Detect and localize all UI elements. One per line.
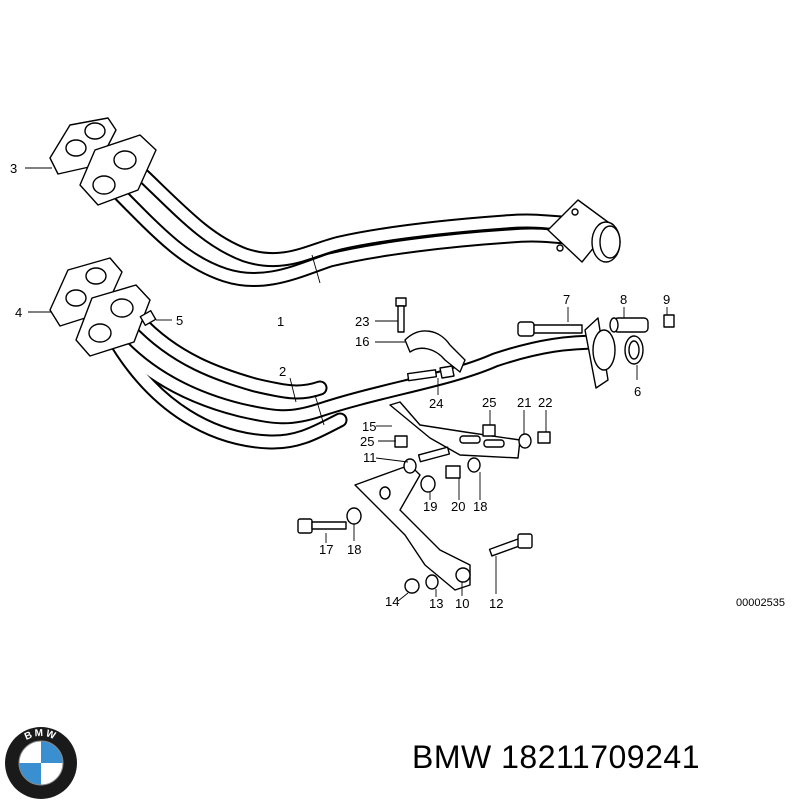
svg-text:BMW: BMW	[23, 728, 59, 743]
bracket-assembly	[297, 401, 551, 594]
flange-fasteners	[517, 314, 675, 365]
callout-19: 19	[423, 499, 437, 514]
callout-11: 11	[363, 450, 377, 465]
callout-10: 10	[455, 596, 469, 611]
callout-20: 20	[451, 499, 465, 514]
callout-25a: 25	[482, 395, 496, 410]
callout-6: 6	[634, 384, 641, 399]
callout-12: 12	[489, 596, 503, 611]
callout-24: 24	[429, 396, 443, 411]
logo-quadrant	[19, 763, 41, 785]
callout-8: 8	[620, 292, 627, 307]
callout-2: 2	[279, 364, 286, 379]
lower-exhaust-pipe	[104, 312, 616, 450]
callout-17: 17	[319, 542, 333, 557]
callout-1: 1	[277, 314, 284, 329]
callout-18a: 18	[347, 542, 361, 557]
drawing-number: 00002535	[736, 597, 785, 609]
callout-18b: 18	[473, 499, 487, 514]
callout-7: 7	[563, 292, 570, 307]
part-number-label: BMW 18211709241	[412, 739, 700, 775]
upper-exhaust-pipe	[100, 155, 621, 288]
callout-4: 4	[15, 305, 22, 320]
logo-letters: BMW	[23, 728, 57, 743]
callout-22: 22	[538, 395, 552, 410]
bmw-logo-icon: BMW	[5, 727, 77, 799]
callout-21: 21	[517, 395, 531, 410]
callout-23: 23	[355, 314, 369, 329]
gasket-lower	[49, 257, 157, 357]
callout-leaders	[25, 167, 668, 602]
callout-25b: 25	[360, 434, 374, 449]
callout-13: 13	[429, 596, 443, 611]
clamp-assembly	[395, 297, 466, 382]
callout-numbers: 1 2 3 4 5 6 7 8 9 10 11 12 13 14 15 16 1…	[10, 161, 670, 611]
callout-9: 9	[663, 292, 670, 307]
logo-quadrant	[41, 741, 63, 763]
callout-16: 16	[355, 334, 369, 349]
callout-5: 5	[176, 313, 183, 328]
gasket-upper	[49, 117, 157, 206]
callout-15: 15	[362, 419, 376, 434]
callout-14: 14	[385, 594, 399, 609]
callout-3: 3	[10, 161, 17, 176]
